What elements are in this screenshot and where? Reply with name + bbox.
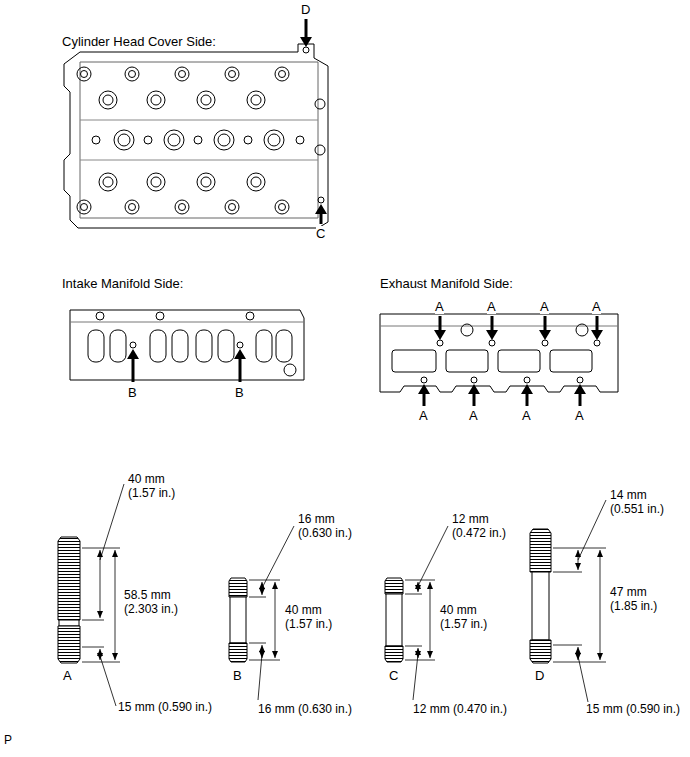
dimension-text: 16 mm (0.630 in.) bbox=[258, 702, 352, 716]
head-intake-view bbox=[70, 310, 304, 380]
dimension-text: 15 mm (0.590 in.) bbox=[586, 702, 680, 716]
stud-bolt bbox=[229, 578, 247, 662]
callout-letter: A bbox=[540, 299, 549, 314]
dimension-text: 40 mm (1.57 in.) bbox=[285, 603, 343, 631]
stud-bolt bbox=[530, 529, 551, 663]
callout-letter: A bbox=[435, 299, 444, 314]
callout-letter: D bbox=[301, 2, 310, 17]
head-top-view bbox=[64, 44, 328, 228]
callout-letter: B bbox=[235, 385, 244, 400]
callout-letter: A bbox=[575, 408, 584, 423]
dimension-text: 15 mm (0.590 in.) bbox=[118, 700, 212, 714]
dimension-text: 14 mm (0.551 in.) bbox=[610, 488, 668, 516]
dimension-text: 12 mm (0.470 in.) bbox=[413, 702, 507, 716]
pointer-arrow bbox=[127, 349, 246, 382]
callout-letter: A bbox=[419, 408, 428, 423]
stud-bolt bbox=[58, 537, 80, 663]
callout-letter: C bbox=[316, 226, 325, 241]
view-title: Intake Manifold Side: bbox=[62, 276, 183, 291]
stud-letter: B bbox=[233, 668, 242, 683]
stud-letter: D bbox=[535, 668, 544, 683]
stud-letter: A bbox=[63, 668, 72, 683]
dimension-text: 40 mm (1.57 in.) bbox=[440, 603, 498, 631]
view-title: Cylinder Head Cover Side: bbox=[62, 34, 216, 49]
stud-letter: C bbox=[389, 668, 398, 683]
dimension-text: 12 mm (0.472 in.) bbox=[452, 512, 510, 540]
dimension-text: 47 mm (1.85 in.) bbox=[610, 585, 668, 613]
dimension-text: 58.5 mm (2.303 in.) bbox=[124, 588, 182, 616]
dimension-line bbox=[82, 484, 124, 706]
callout-letter: A bbox=[487, 299, 496, 314]
dimension-text: 16 mm (0.630 in.) bbox=[298, 512, 356, 540]
dimension-text: 40 mm (1.57 in.) bbox=[128, 472, 186, 500]
stud-bolt bbox=[385, 578, 403, 662]
callout-letter: B bbox=[128, 385, 137, 400]
view-title: Exhaust Manifold Side: bbox=[380, 276, 513, 291]
dimension-line bbox=[553, 500, 606, 702]
callout-letter: A bbox=[522, 408, 531, 423]
pointer-arrow bbox=[418, 316, 603, 406]
figure-code: P bbox=[4, 733, 12, 747]
callout-letter: A bbox=[469, 408, 478, 423]
head-exhaust-view bbox=[380, 314, 618, 392]
callout-letter: A bbox=[592, 299, 601, 314]
pointer-arrow bbox=[300, 19, 327, 224]
